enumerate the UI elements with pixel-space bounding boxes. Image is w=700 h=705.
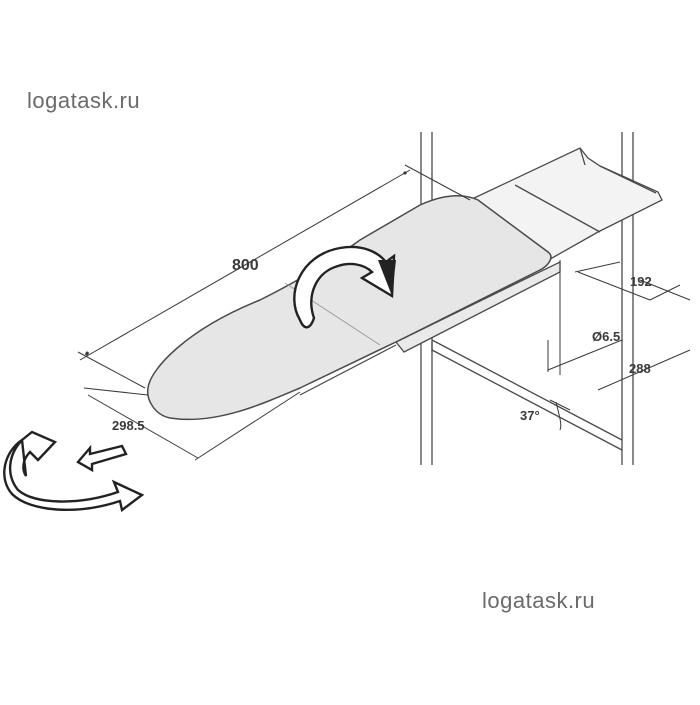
dimension-spacing-label: 192	[630, 274, 652, 289]
curved-arrow-icon	[293, 245, 396, 329]
ironing-board	[147, 194, 552, 421]
dimension-depth-label: 288	[629, 361, 651, 376]
watermark-top: logatask.ru	[27, 88, 141, 113]
dimension-angle-label: 37°	[520, 408, 540, 423]
dimension-hole-label: Ø6.5	[592, 329, 620, 344]
dimension-right	[547, 260, 691, 391]
dimension-length-label: 800	[232, 257, 259, 274]
dimension-length	[77, 164, 471, 389]
dimension-width-label: 298.5	[112, 418, 145, 433]
watermark-bottom: logatask.ru	[482, 588, 596, 613]
swivel-arrows-icon	[3, 430, 145, 513]
dimension-width	[83, 387, 301, 461]
dimension-angle	[549, 399, 571, 431]
